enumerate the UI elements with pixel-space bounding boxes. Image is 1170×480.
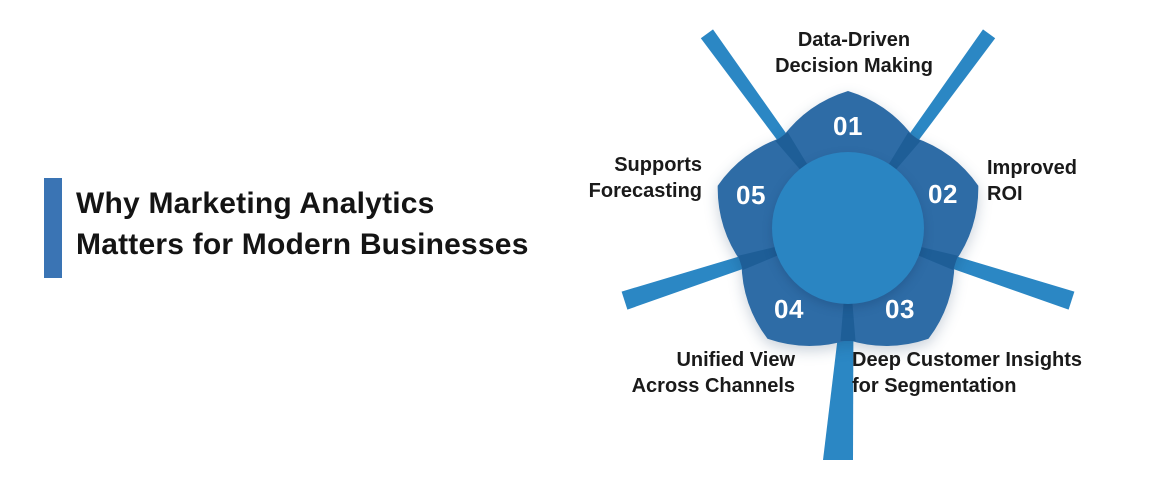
- page-title: Why Marketing Analytics Matters for Mode…: [76, 187, 529, 261]
- segment-label-deep-customer-insights: Deep Customer Insights for Segmentation: [852, 349, 1083, 397]
- segment-number-01: 01: [833, 111, 863, 141]
- segment-separator-top-right: [885, 132, 921, 174]
- segment-number-04: 04: [774, 294, 804, 324]
- segment-label-supports-forecasting: Supports Forecasting: [588, 154, 702, 202]
- segment-label-data-driven-decision-making: Data-Driven Decision Making: [775, 29, 933, 77]
- hub-circle: [772, 152, 924, 304]
- segment-separator-left: [738, 245, 783, 270]
- segment-label-unified-view: Unified View Across Channels: [631, 349, 795, 397]
- segment-number-05: 05: [736, 180, 766, 210]
- segment-number-03: 03: [885, 294, 915, 324]
- segment-separator-top-left: [775, 132, 811, 174]
- segment-separator-bottom: [840, 298, 856, 341]
- segment-separator-right: [913, 245, 958, 270]
- segment-number-02: 02: [928, 179, 958, 209]
- segment-label-improved-roi: Improved ROI: [987, 157, 1078, 205]
- title-accent-bar: [44, 178, 62, 278]
